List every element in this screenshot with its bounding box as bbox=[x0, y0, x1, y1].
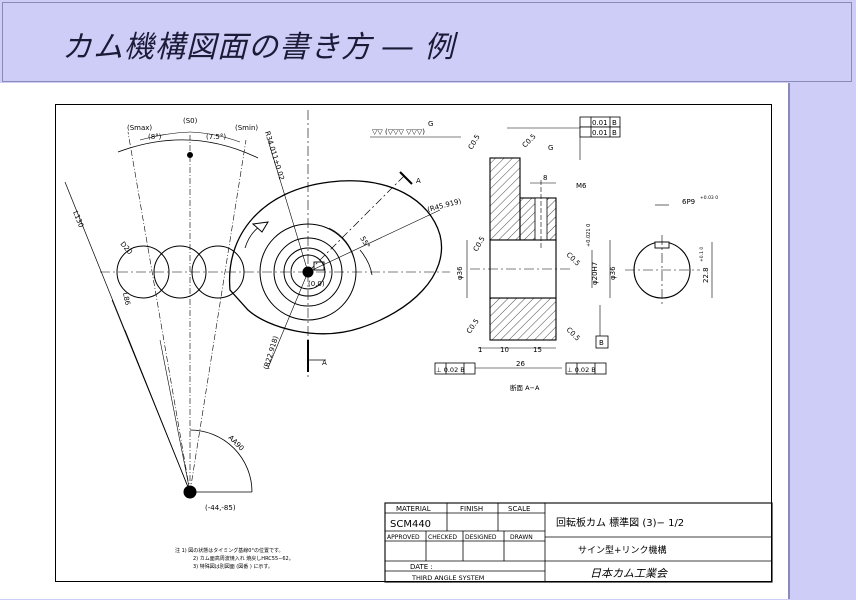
datum-b-1: B bbox=[612, 119, 617, 127]
label-phi36-left: φ36 bbox=[456, 266, 464, 280]
side-view-labels: 6P9 +0.03 0 22.8 +0.1 0 bbox=[682, 195, 718, 283]
label-dim10: 10 bbox=[500, 346, 509, 354]
tb-subtitle: サイン型+リンク機構 bbox=[578, 544, 667, 556]
label-m6: M6 bbox=[576, 182, 587, 190]
label-l130: L130 bbox=[71, 210, 85, 229]
tb-date: DATE : bbox=[410, 563, 433, 571]
label-phi20: φ20H7 bbox=[591, 262, 599, 285]
cam-plate-view bbox=[64, 110, 450, 499]
side-view bbox=[625, 204, 713, 305]
tb-checked: CHECKED bbox=[428, 534, 457, 541]
tb-drawn: DRAWN bbox=[510, 534, 533, 541]
chamfer-1: C0.5 bbox=[467, 133, 482, 151]
tb-material-header: MATERIAL bbox=[396, 505, 431, 513]
label-aa90: AA90 bbox=[227, 434, 246, 453]
slide-title: カム機構図面の書き方 ― 例 bbox=[62, 30, 456, 65]
drawing-notes: 注 1) 図の状態はタイミング基線0°の位置です。 2) カム面高周波焼入れ 焼… bbox=[175, 547, 294, 570]
geometric-tolerance bbox=[434, 116, 621, 375]
label-key-tol: +0.03 0 bbox=[700, 195, 718, 201]
datum-b-box: B bbox=[599, 339, 604, 347]
tb-scale-header: SCALE bbox=[508, 505, 530, 513]
label-tol: +0.021 0 bbox=[586, 224, 592, 247]
label-smax: (Smax) bbox=[127, 124, 152, 132]
chamfer-3: C0.5 bbox=[472, 235, 487, 253]
label-origin: (0,0) bbox=[308, 280, 325, 288]
label-ang2: (7.5°) bbox=[206, 133, 226, 141]
slide-header bbox=[2, 2, 852, 82]
label-section-a-top: A bbox=[416, 177, 421, 185]
label-depth-tol: +0.1 0 bbox=[699, 247, 705, 262]
tol-flat-1: 0.01 bbox=[592, 119, 608, 127]
label-dim15: 15 bbox=[533, 346, 542, 354]
chamfer-6: C0.5 bbox=[565, 326, 582, 343]
label-g-section: G bbox=[548, 144, 553, 152]
note-1: 注 1) 図の状態はタイミング基線0°の位置です。 bbox=[175, 547, 284, 554]
label-pivot: (-44,-85) bbox=[205, 504, 236, 512]
label-l86: L86 bbox=[121, 292, 132, 307]
tb-finish-header: FINISH bbox=[460, 505, 483, 513]
label-dim1: 1 bbox=[478, 346, 482, 354]
label-perp-right: ⊥ 0.02 B bbox=[567, 366, 596, 374]
chamfer-4: C0.5 bbox=[565, 251, 582, 268]
title-block-text: MATERIAL FINISH SCALE SCM440 APPROVED CH… bbox=[387, 505, 684, 582]
label-dim26: 26 bbox=[516, 360, 525, 368]
label-section-aa: 断面 A−A bbox=[510, 383, 540, 392]
label-r45: (R45.919) bbox=[426, 197, 462, 214]
title-block bbox=[384, 502, 773, 583]
label-perp-left: ⊥ 0.02 B bbox=[436, 366, 465, 374]
label-smin: (Smin) bbox=[235, 124, 258, 132]
note-2: 2) カム面高周波焼入れ 焼戻しHRC55−62。 bbox=[193, 555, 294, 562]
label-key: 6P9 bbox=[682, 198, 695, 206]
chamfer-2: C0.5 bbox=[521, 132, 538, 149]
tb-material: SCM440 bbox=[390, 519, 431, 530]
label-d8: 8 bbox=[543, 174, 547, 182]
label-g-top: G bbox=[428, 120, 433, 128]
datum-b-2: B bbox=[612, 129, 617, 137]
label-r22: (R22.918) bbox=[262, 335, 280, 371]
section-view bbox=[466, 127, 611, 369]
tb-name: 回転板カム 標準図 (3)− 1/2 bbox=[556, 516, 684, 529]
chamfer-5: C0.5 bbox=[465, 317, 481, 335]
tb-approved: APPROVED bbox=[387, 534, 420, 541]
tb-company: 日本カム工業会 bbox=[590, 567, 668, 580]
label-ang1: (8°) bbox=[148, 133, 162, 141]
label-section-a-bottom: A bbox=[322, 359, 327, 367]
tb-system: THIRD ANGLE SYSTEM bbox=[411, 574, 484, 582]
label-depth: 22.8 bbox=[702, 267, 710, 283]
label-d20: D20 bbox=[118, 240, 133, 256]
label-radius-main: R34.011±0.02 bbox=[263, 130, 286, 181]
label-s0: (S0) bbox=[183, 117, 198, 125]
label-phi36-right: φ36 bbox=[609, 266, 617, 280]
canvas-edge bbox=[788, 83, 790, 599]
tol-flat-2: 0.01 bbox=[592, 129, 608, 137]
note-3: 3) 特殊図は別図面 (図番 ) に示す。 bbox=[193, 563, 273, 570]
tb-designed: DESIGNED bbox=[465, 534, 497, 541]
label-roughness: ▽▽ (▽▽▽ ▽▽▽) bbox=[372, 128, 425, 136]
